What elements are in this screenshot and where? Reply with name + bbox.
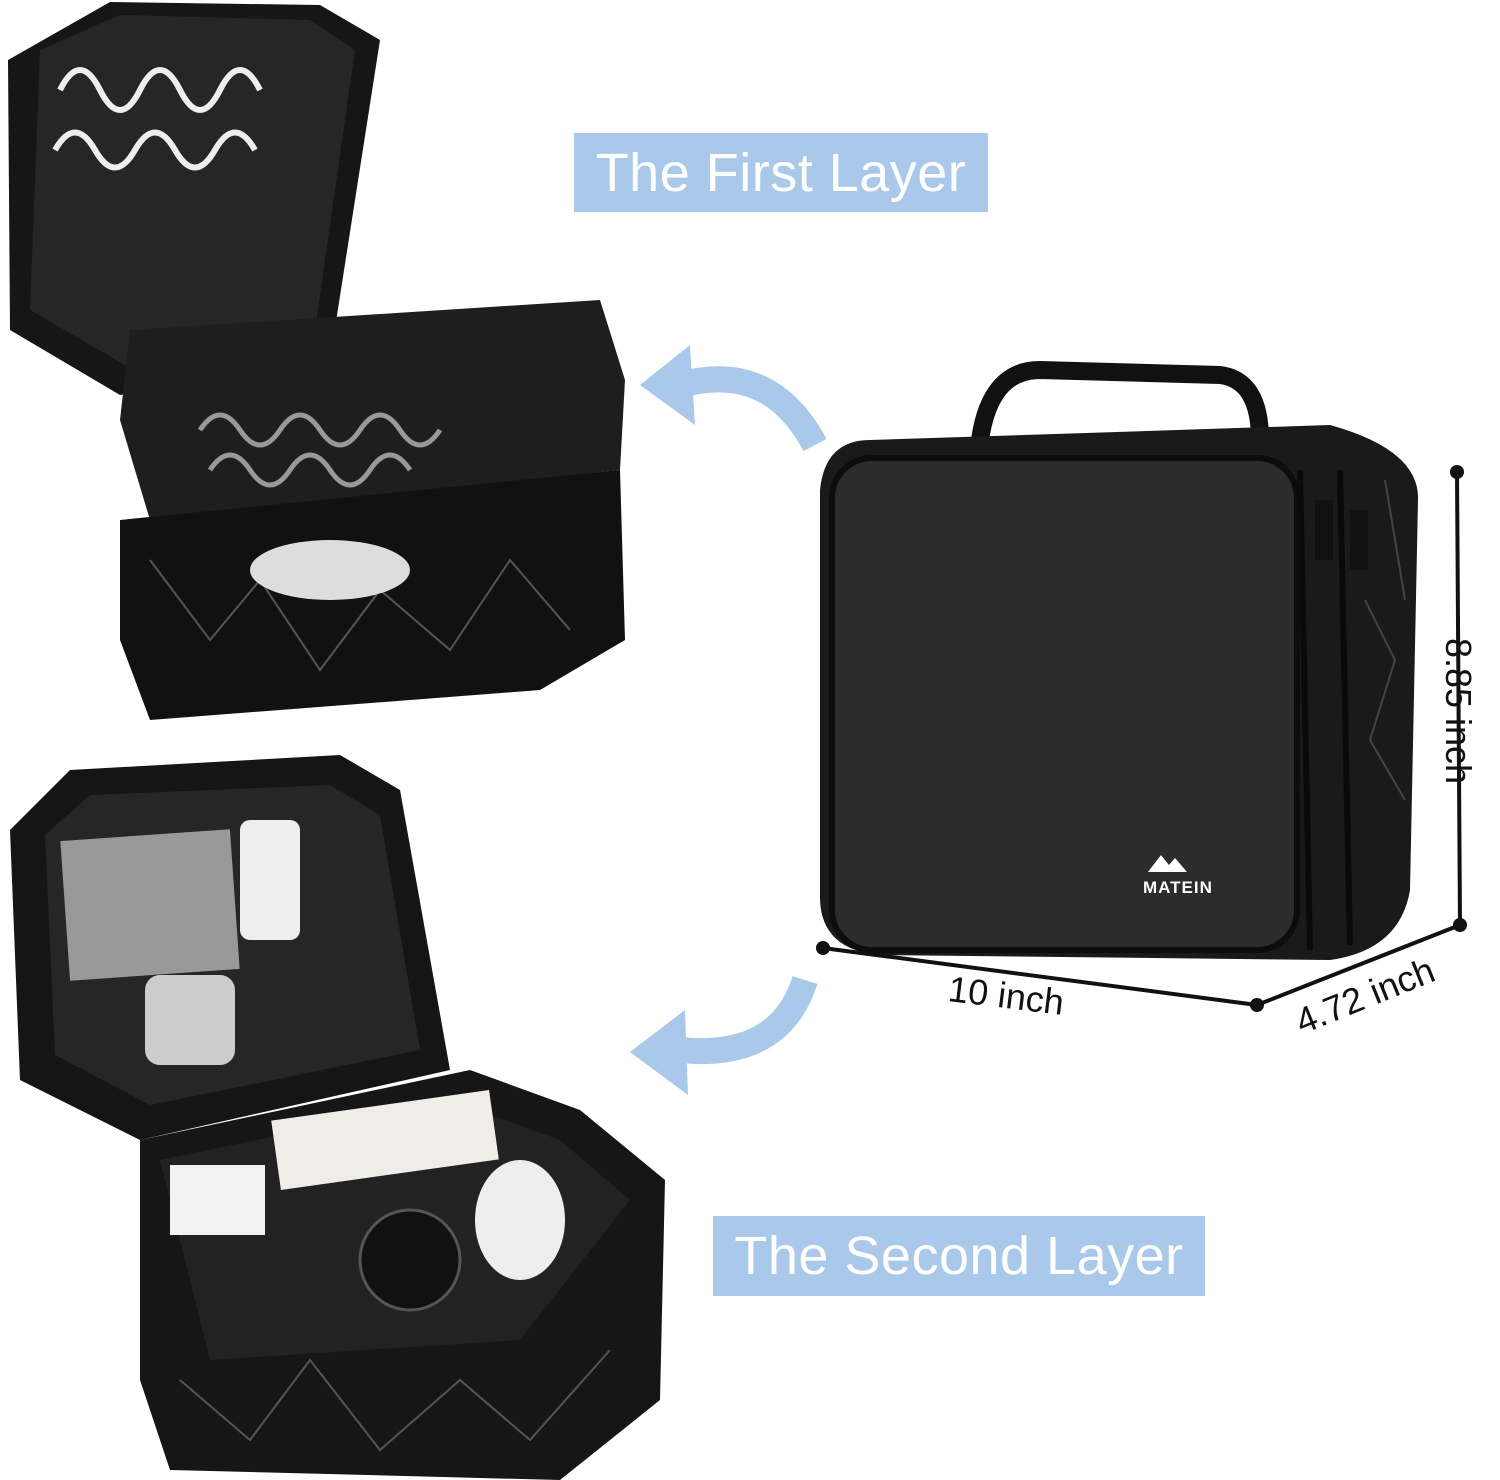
brand-logo-text: MATEIN <box>1143 878 1213 897</box>
second-layer-label: The Second Layer <box>713 1216 1205 1296</box>
arrow-to-second-layer-icon <box>630 975 818 1095</box>
arrow-to-first-layer-icon <box>640 345 827 452</box>
open-bag-first-layer <box>8 2 625 720</box>
height-dimension: 8.85 inch <box>1438 637 1480 785</box>
open-bag-second-layer <box>10 755 665 1480</box>
closed-bag <box>820 360 1419 960</box>
dimension-lines <box>822 471 1462 1007</box>
matein-logo-icon <box>1148 855 1187 872</box>
first-layer-label: The First Layer <box>574 133 988 212</box>
